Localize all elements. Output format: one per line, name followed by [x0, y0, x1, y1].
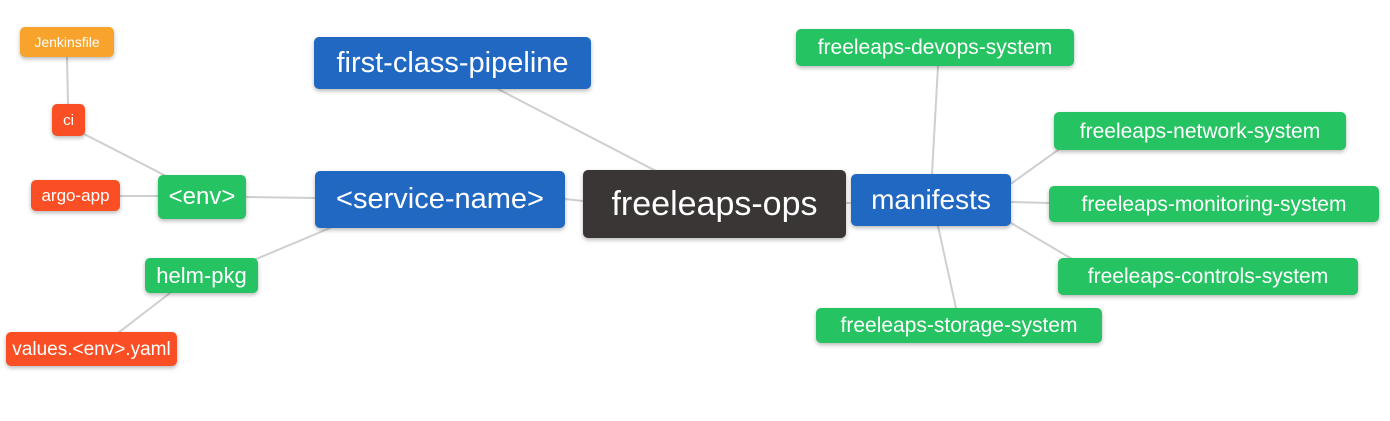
node-values-env-yaml[interactable]: values.<env>.yaml: [6, 332, 177, 366]
node-network-system[interactable]: freeleaps-network-system: [1054, 112, 1346, 150]
node-controls-system[interactable]: freeleaps-controls-system: [1058, 258, 1358, 295]
edge-jenkinsfile-ci: [66, 56, 69, 105]
edge-service-name-ops: [564, 198, 584, 202]
edge-env-service-name: [245, 196, 316, 199]
node-ci[interactable]: ci: [52, 104, 85, 136]
edge-manifests-controls: [1010, 222, 1073, 260]
edge-ci-env: [83, 133, 167, 177]
node-env[interactable]: <env>: [158, 175, 246, 219]
edge-manifests-network: [1011, 149, 1059, 184]
node-storage-system[interactable]: freeleaps-storage-system: [816, 308, 1102, 343]
node-helm-pkg[interactable]: helm-pkg: [145, 258, 258, 293]
node-manifests[interactable]: manifests: [851, 174, 1011, 226]
edge-manifests-monitoring: [1011, 201, 1050, 204]
node-service-name[interactable]: <service-name>: [315, 171, 565, 228]
edge-devops-manifests: [931, 65, 939, 175]
node-monitoring-system[interactable]: freeleaps-monitoring-system: [1049, 186, 1379, 222]
edge-values-helm-pkg: [117, 292, 171, 334]
node-argo-app[interactable]: argo-app: [31, 180, 120, 211]
node-devops-system[interactable]: freeleaps-devops-system: [796, 29, 1074, 66]
edge-pipeline-ops: [497, 88, 657, 172]
node-freeleaps-ops[interactable]: freeleaps-ops: [583, 170, 846, 238]
edge-helm-pkg-service-name: [253, 227, 331, 261]
node-jenkinsfile[interactable]: Jenkinsfile: [20, 27, 114, 57]
edge-manifests-storage: [937, 225, 957, 309]
node-first-class-pipeline[interactable]: first-class-pipeline: [314, 37, 591, 89]
